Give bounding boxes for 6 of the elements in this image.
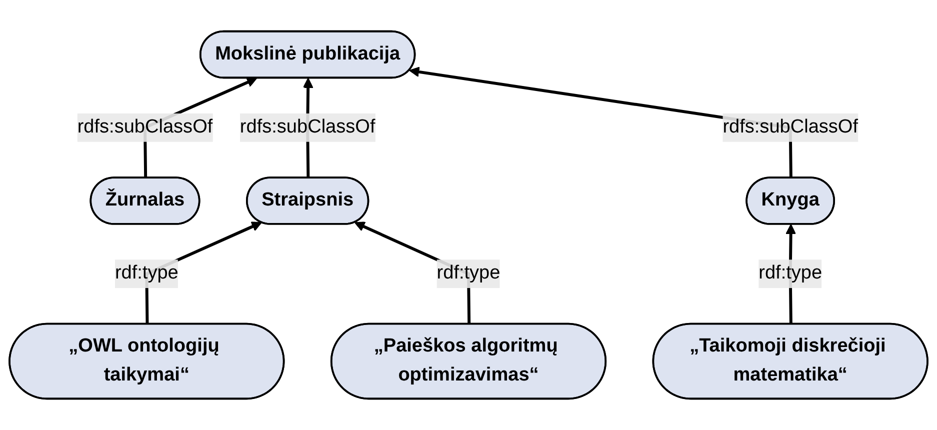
edge-label: rdfs:subClassOf	[77, 116, 213, 138]
edge-label: rdf:type	[758, 263, 822, 284]
edge-label: rdfs:subClassOf	[240, 116, 376, 138]
edge-label: rdfs:subClassOf	[722, 116, 858, 138]
edge-label: rdf:type	[436, 263, 500, 284]
edge-label: rdf:type	[114, 263, 178, 284]
